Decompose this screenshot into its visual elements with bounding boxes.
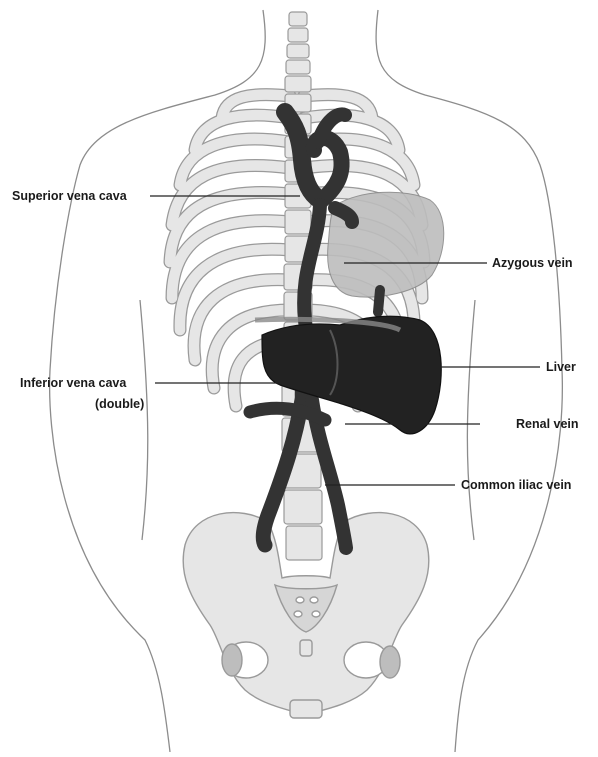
label-superior-vena-cava: Superior vena cava — [12, 189, 127, 204]
label-renal-vein: Renal vein — [516, 417, 579, 432]
label-azygous-vein: Azygous vein — [492, 256, 573, 271]
label-inferior-vena-cava-note: (double) — [95, 397, 144, 412]
label-inferior-vena-cava: Inferior vena cava — [20, 376, 126, 391]
label-liver: Liver — [546, 360, 576, 375]
label-common-iliac-vein: Common iliac vein — [461, 478, 571, 493]
